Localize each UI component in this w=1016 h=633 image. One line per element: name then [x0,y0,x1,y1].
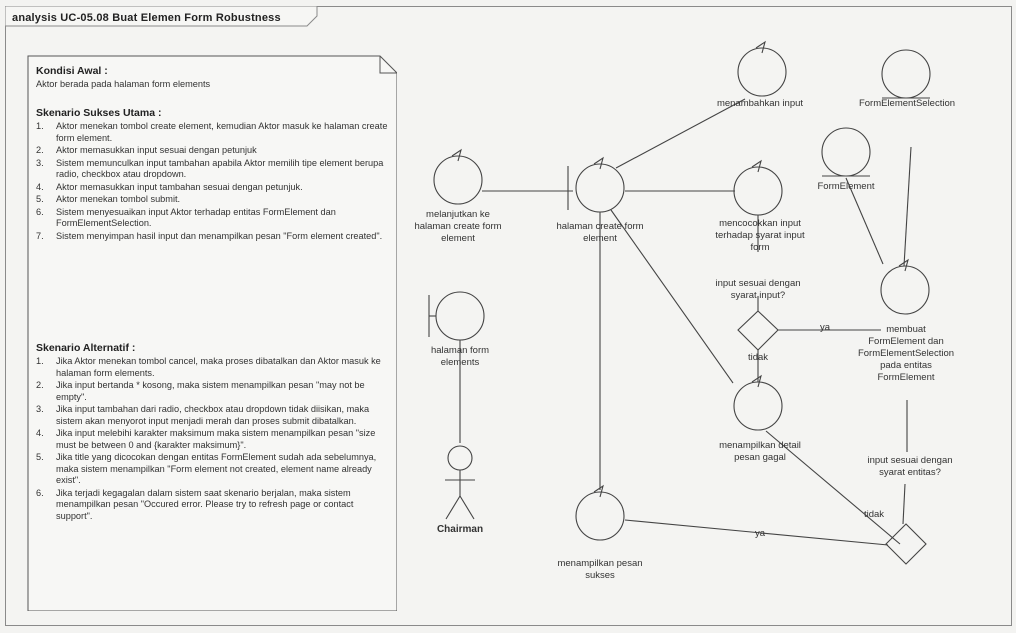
step-number: 6. [36,206,44,217]
main-scenario-list: 1. Aktor menekan tombol create element, k… [36,121,388,243]
step-number: 1. [36,121,44,131]
link-label2-d2 [902,483,906,525]
step-number: 2. [36,145,44,155]
link-create-menambahkan [615,98,746,169]
step-text: Jika title yang dicocokan dengan entitas… [56,452,377,485]
boundary-form-elements-label: halaman form elements [430,345,490,368]
link-detail-d2 [765,430,901,545]
guard-d1-yes: ya [819,322,831,333]
precondition-text: Aktor berada pada halaman form elements [36,79,211,89]
scenario-step: 7. Sistem menyimpan hasil input dan menam… [36,231,388,243]
link-selection-membuat [903,146,912,267]
scenario-step: 2. Jika input bertanda * kosong, maka sis… [36,380,388,403]
decision-input [737,310,779,351]
step-text: Sistem menyimpan hasil input dan menampi… [56,230,383,241]
scenario-step: 1. Aktor menekan tombol create element, k… [36,121,388,144]
control-arrow [451,148,462,162]
step-text: Jika Aktor menekan tombol cancel, maka p… [56,356,381,378]
entity-formelementselection-label: FormElementSelection [858,98,956,109]
decision-input-label: input sesuai dengan syarat input? [715,278,801,301]
decision-entitas-label: input sesuai dengan syarat entitas? [867,455,953,478]
step-number: 2. [36,380,44,390]
step-number: 5. [36,452,44,462]
boundary-create-form-label: halaman create form element [556,221,644,244]
link-d2-sukses [624,519,889,546]
guard-d2-no: tidak [863,509,885,520]
control-menambahkan-label: menambahkan input [716,98,804,109]
scenario-note [27,55,397,611]
frame-title-tab [5,6,318,27]
step-number: 3. [36,404,44,414]
step-text: Jika input melebihi karakter maksimum ma… [56,428,376,450]
actor-label: Chairman [436,524,484,535]
scenario-step: 3. Sistem memunculkan input tambahan apab… [36,158,388,181]
step-number: 4. [36,181,44,192]
control-detail-gagal-label: menampilkan detail pesan gagal [719,440,801,463]
step-text: Jika terjadi kegagalan dalam sistem saat… [56,487,354,521]
entity-formelement [821,127,871,177]
control-pesan-sukses-label: menampilkan pesan sukses [557,558,643,581]
control-mencocokkan-label: mencocokkan input terhadap syarat input … [715,218,805,253]
step-number: 1. [36,356,44,366]
diagram-title: analysis UC-05.08 Buat Elemen Form Robus… [12,12,281,24]
step-number: 4. [36,428,44,438]
guard-d1-no: tidak [747,352,769,363]
scenario-step: 4. Aktor memasukkan input tambahan sesuai… [36,182,388,194]
step-number: 6. [36,487,44,498]
step-number: 7. [36,230,44,241]
step-text: Aktor memasukkan input tambahan sesuai d… [56,181,303,192]
entity-formelementselection [881,49,931,99]
main-scenario-heading: Skenario Sukses Utama : [36,107,162,119]
link-element-membuat [845,177,884,265]
step-text: Sistem memunculkan input tambahan apabil… [56,157,384,180]
control-menambahkan [737,47,787,97]
precondition-heading: Kondisi Awal : [36,65,108,77]
scenario-step: 5. Aktor menekan tombol submit. [36,194,388,206]
step-text: Aktor menekan tombol create element, kem… [56,121,388,143]
step-number: 5. [36,194,44,204]
scenario-step: 4. Jika input melebihi karakter maksimum … [36,428,388,451]
control-lanjutkan-label: melanjutkan ke halaman create form eleme… [414,209,502,244]
step-text: Aktor memasukkan input sesuai dengan pet… [56,145,257,155]
scenario-step: 1. Jika Aktor menekan tombol cancel, maka… [36,356,388,379]
control-lanjutkan [433,155,483,205]
scenario-step: 5. Jika title yang dicocokan dengan entit… [36,452,388,487]
scenario-step: 3. Jika input tambahan dari radio, checkb… [36,404,388,427]
scenario-step: 6. Sistem menyesuaikan input Aktor terhad… [36,207,388,230]
control-mencocokkan [733,166,783,216]
scenario-step: 6. Jika terjadi kegagalan dalam sistem sa… [36,488,388,523]
boundary-create-form [575,163,625,213]
control-pesan-sukses [575,491,625,541]
boundary-form-elements [435,291,485,341]
decision-entitas [885,523,927,565]
step-text: Aktor menekan tombol submit. [56,194,181,204]
alt-scenario-list: 1. Jika Aktor menekan tombol cancel, maka… [36,356,388,523]
entity-formelement-label: FormElement [817,181,875,192]
step-text: Sistem menyesuaikan input Aktor terhadap… [56,206,336,229]
control-detail-gagal [733,381,783,431]
control-membuat [880,265,930,315]
link-create-detail [610,209,734,384]
actor-head [447,445,473,471]
step-text: Jika input bertanda * kosong, maka siste… [56,380,365,402]
alt-scenario-heading: Skenario Alternatif : [36,342,136,354]
step-text: Jika input tambahan dari radio, checkbox… [56,404,370,426]
step-number: 3. [36,157,44,168]
control-membuat-label: membuat FormElement dan FormElementSelec… [857,324,955,383]
guard-d2-yes: ya [754,528,766,539]
scenario-step: 2. Aktor memasukkan input sesuai dengan p… [36,145,388,157]
